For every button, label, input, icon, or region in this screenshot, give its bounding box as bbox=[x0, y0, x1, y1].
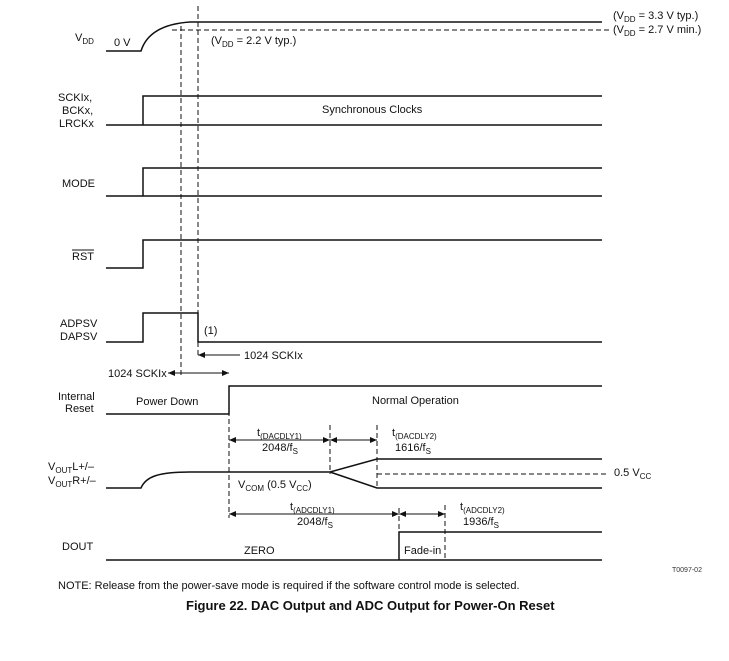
vcom-label: VCOM (0.5 VCC) bbox=[238, 479, 312, 493]
dac-delay1-value: 2048/fS bbox=[262, 442, 298, 456]
internal-reset-waveform bbox=[106, 385, 602, 415]
adc-delay1-value: 2048/fS bbox=[297, 516, 333, 530]
mode-waveform bbox=[106, 167, 602, 197]
vdd-zero-label: 0 V bbox=[114, 37, 131, 49]
rst-waveform bbox=[106, 239, 602, 269]
sync-clocks-bus bbox=[142, 95, 602, 126]
dac-delay2-value: 1616/fS bbox=[395, 442, 431, 456]
dapsv-signal-label: DAPSV bbox=[60, 331, 98, 343]
figure-caption: Figure 22. DAC Output and ADC Output for… bbox=[186, 598, 555, 613]
dout-waveform bbox=[106, 531, 602, 561]
internal-signal-label: Internal bbox=[58, 391, 95, 403]
vdd-33-typ-label: (VDD = 3.3 V typ.) bbox=[613, 10, 698, 24]
mode-signal-label: MODE bbox=[62, 178, 95, 190]
delay-right-label: 1024 SCKIx bbox=[244, 350, 303, 362]
lrckx-signal-label: LRCKx bbox=[59, 118, 94, 130]
vdd-waveform bbox=[106, 21, 602, 52]
voutl-signal-label: VOUTL+/– bbox=[48, 461, 95, 475]
vdd-signal-label: VDD bbox=[75, 32, 94, 46]
bckx-signal-label: BCKx, bbox=[62, 105, 93, 117]
dout-signal-label: DOUT bbox=[62, 541, 93, 553]
sckix-signal-label: SCKIx, bbox=[58, 92, 92, 104]
vdd-22-typ-label: (VDD = 2.2 V typ.) bbox=[211, 35, 296, 49]
adc-delay1-label: t(ADCDLY1) bbox=[290, 501, 335, 515]
note-ref-label: (1) bbox=[204, 325, 217, 337]
figure-id: T0097-02 bbox=[672, 567, 702, 574]
normal-operation-label: Normal Operation bbox=[372, 395, 459, 407]
rst-signal-label: RST bbox=[72, 251, 94, 263]
vdd-27-min-label: (VDD = 2.7 V min.) bbox=[613, 24, 701, 38]
figure-note: NOTE: Release from the power-save mode i… bbox=[58, 580, 520, 592]
adc-delay2-value: 1936/fS bbox=[463, 516, 499, 530]
adpsv-signal-label: ADPSV bbox=[60, 318, 98, 330]
zero-label: ZERO bbox=[244, 545, 275, 557]
psv-waveform bbox=[106, 312, 602, 343]
reset-signal-label: Reset bbox=[65, 403, 94, 415]
adc-delay2-label: t(ADCDLY2) bbox=[460, 501, 505, 515]
vout-waveform bbox=[106, 458, 602, 489]
power-down-label: Power Down bbox=[136, 396, 198, 408]
dac-delay2-label: t(DACDLY2) bbox=[392, 427, 437, 441]
voutr-signal-label: VOUTR+/– bbox=[48, 475, 97, 489]
delay-left-label: 1024 SCKIx bbox=[108, 368, 167, 380]
dac-delay1-label: t(DACDLY1) bbox=[257, 427, 302, 441]
half-vcc-label: 0.5 VCC bbox=[614, 467, 651, 481]
sync-clocks-label: Synchronous Clocks bbox=[322, 104, 423, 116]
fade-in-label: Fade-in bbox=[404, 545, 441, 557]
